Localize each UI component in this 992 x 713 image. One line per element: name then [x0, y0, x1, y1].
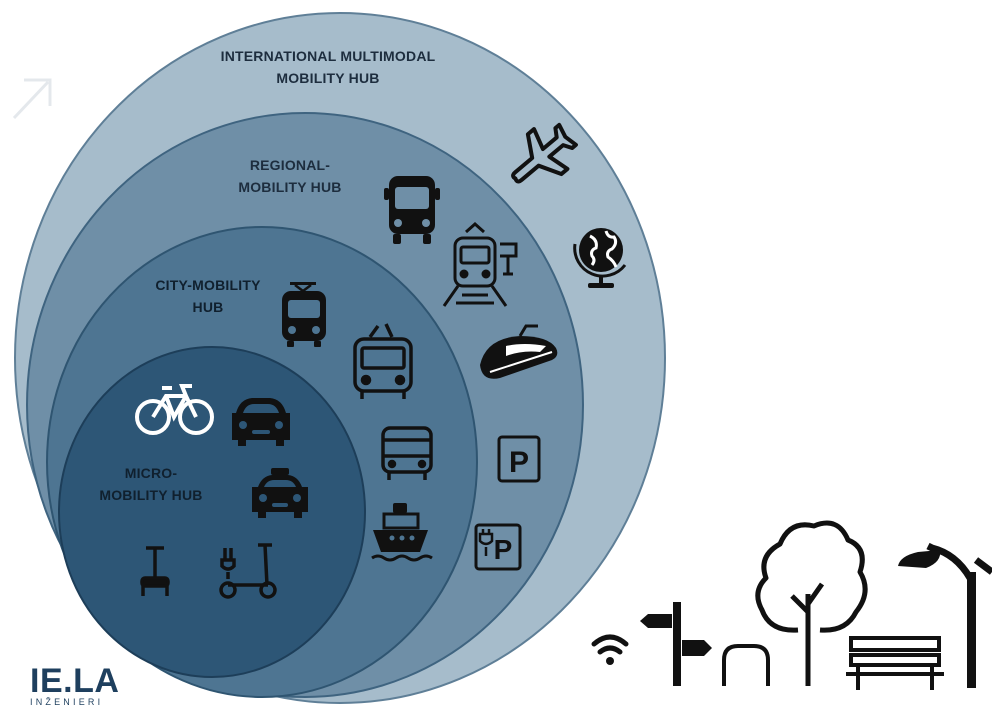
signpost-icon: [640, 602, 712, 686]
label-regional-line2: MOBILITY HUB: [238, 179, 342, 195]
wifi-icon: [591, 634, 629, 665]
tram-icon: [282, 282, 326, 347]
ev-charging-parking-icon: P: [474, 523, 522, 571]
globe-icon: [573, 228, 627, 288]
faint-arrow-icon: [12, 78, 52, 120]
logo-main-text: IE.LA: [30, 662, 120, 700]
shared-car-icon: [232, 398, 290, 446]
iela-logo: IE.LA INŽENIERI: [30, 662, 120, 707]
bicycle-icon: [135, 384, 214, 435]
taxi-icon: [252, 468, 308, 518]
airplane-icon: [511, 122, 578, 184]
label-micro-line2: MOBILITY HUB: [99, 487, 203, 503]
parking-icon: P: [497, 435, 541, 483]
bench-icon: [846, 636, 944, 690]
tree-icon: [755, 520, 868, 686]
street-lamp-icon: [898, 542, 992, 688]
ring-micro: [58, 346, 366, 678]
label-city-hub: CITY-MOBILITY HUB: [128, 274, 288, 318]
label-international-line1: INTERNATIONAL MULTIMODAL: [220, 48, 436, 64]
label-city-line2: HUB: [192, 299, 224, 315]
svg-text:P: P: [494, 534, 513, 565]
bus-front-icon: [381, 426, 433, 480]
ferry-icon: [371, 503, 433, 562]
label-international-hub: INTERNATIONAL MULTIMODAL MOBILITY HUB: [178, 45, 478, 89]
label-regional-line1: REGIONAL-: [249, 157, 331, 173]
svg-text:P: P: [509, 446, 529, 479]
trolleybus-icon: [353, 323, 413, 399]
label-international-line2: MOBILITY HUB: [276, 70, 380, 86]
train-station-icon: [442, 221, 518, 307]
e-scooter-icon: [219, 543, 277, 599]
label-city-line1: CITY-MOBILITY: [155, 277, 261, 293]
label-micro-line1: MICRO-: [124, 465, 178, 481]
segway-icon: [140, 546, 170, 596]
high-speed-train-icon: [480, 324, 558, 379]
logo-sub-text: INŽENIERI: [30, 697, 104, 707]
bus-icon: [384, 176, 440, 244]
label-regional-hub: REGIONAL- MOBILITY HUB: [210, 154, 370, 198]
bike-rack-icon: [722, 644, 770, 686]
label-micro-hub: MICRO- MOBILITY HUB: [86, 462, 216, 506]
